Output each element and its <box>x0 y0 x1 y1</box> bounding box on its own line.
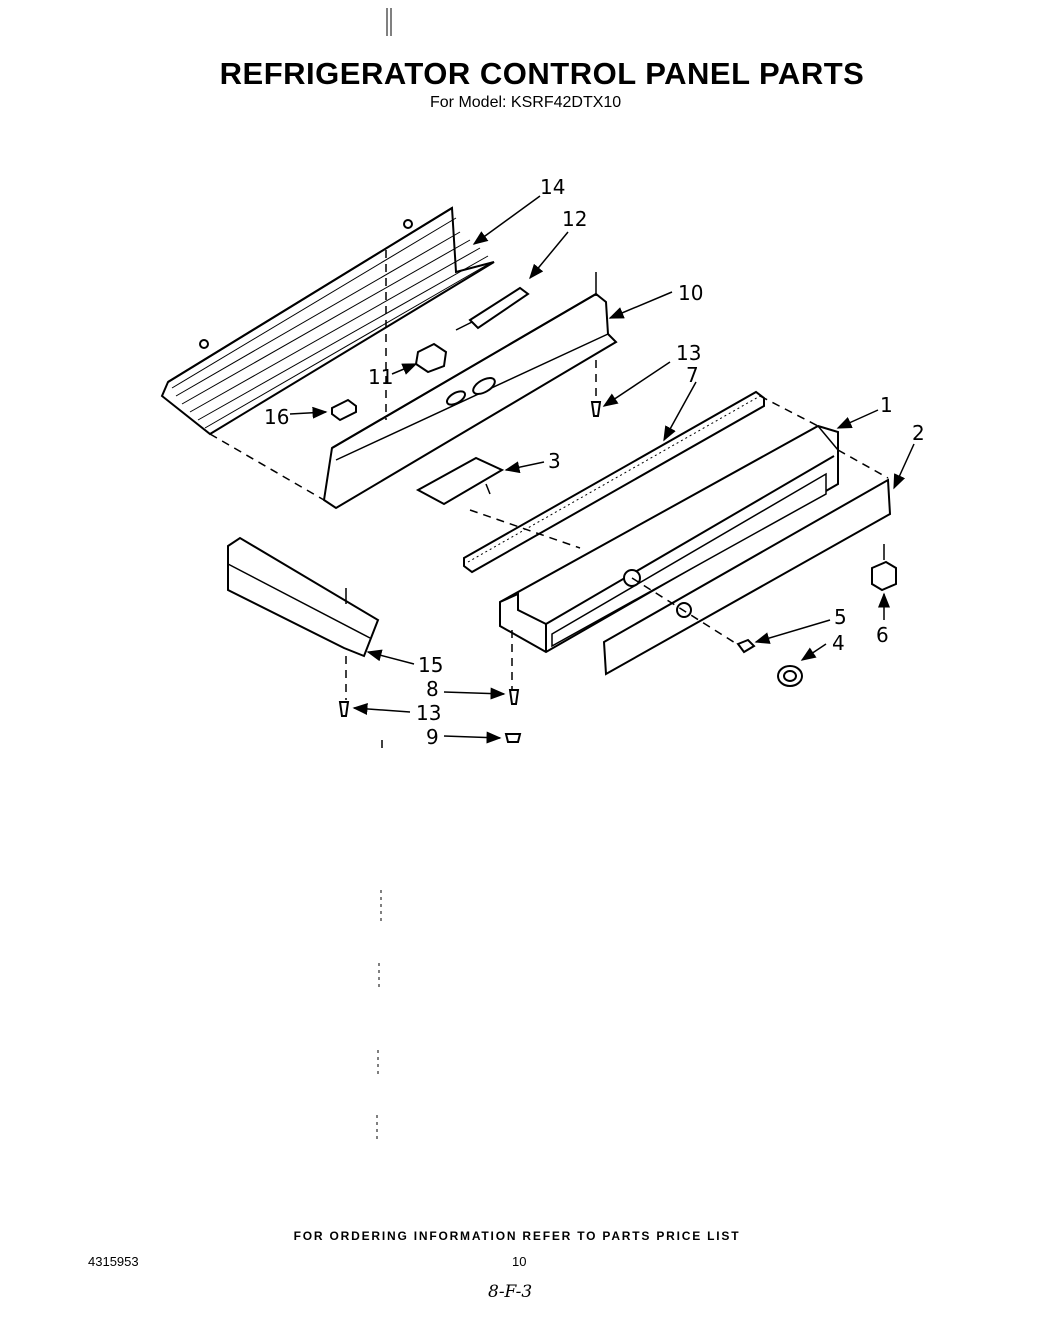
assembly-lines <box>209 250 889 750</box>
callout-7: 7 <box>686 363 699 387</box>
callout-2: 2 <box>912 421 925 445</box>
ordering-note: FOR ORDERING INFORMATION REFER TO PARTS … <box>293 1229 741 1243</box>
leader-arrows <box>289 195 915 744</box>
part-15-lower-trim <box>227 536 380 658</box>
part-12-component <box>455 286 530 331</box>
part-2-front-panel <box>602 478 892 676</box>
callout-6: 6 <box>876 623 889 647</box>
model-subtitle: For Model: KSRF42DTX10 <box>430 94 622 111</box>
part-1-control-housing <box>499 424 839 654</box>
callout-15: 15 <box>418 653 443 677</box>
part-14-upper-trim <box>160 206 495 436</box>
callout-16: 16 <box>264 405 289 429</box>
part-16-clip <box>331 398 357 422</box>
part-11-switch <box>414 342 448 374</box>
callout-3: 3 <box>548 449 561 473</box>
part-5-spacer <box>736 638 756 654</box>
handwritten-note: 8-F-3 <box>488 1282 533 1302</box>
part-7-strip <box>463 390 765 574</box>
part-4-knob <box>777 665 803 687</box>
part-10-control-bracket <box>322 272 618 510</box>
part-3-plate <box>415 456 505 506</box>
screws <box>338 401 602 743</box>
callout-11: 11 <box>368 365 393 389</box>
callout-4: 4 <box>832 631 845 655</box>
page-title: REFRIGERATOR CONTROL PANEL PARTS <box>219 56 865 91</box>
callout-14: 14 <box>540 175 565 199</box>
callout-13-lower: 13 <box>416 701 441 725</box>
part-6-relay <box>871 544 897 592</box>
callout-12: 12 <box>562 207 587 231</box>
callout-5: 5 <box>834 605 847 629</box>
page-number: 10 <box>512 1254 527 1269</box>
document-number: 4315953 <box>88 1254 139 1269</box>
callout-1: 1 <box>880 393 893 417</box>
callout-10: 10 <box>678 281 703 305</box>
callout-labels: 1 2 3 4 5 6 7 8 9 10 11 12 13 13 14 15 1… <box>264 175 925 749</box>
callout-8: 8 <box>426 677 439 701</box>
scan-marks <box>376 8 392 1140</box>
callout-13-upper: 13 <box>676 341 701 365</box>
callout-9: 9 <box>426 725 439 749</box>
